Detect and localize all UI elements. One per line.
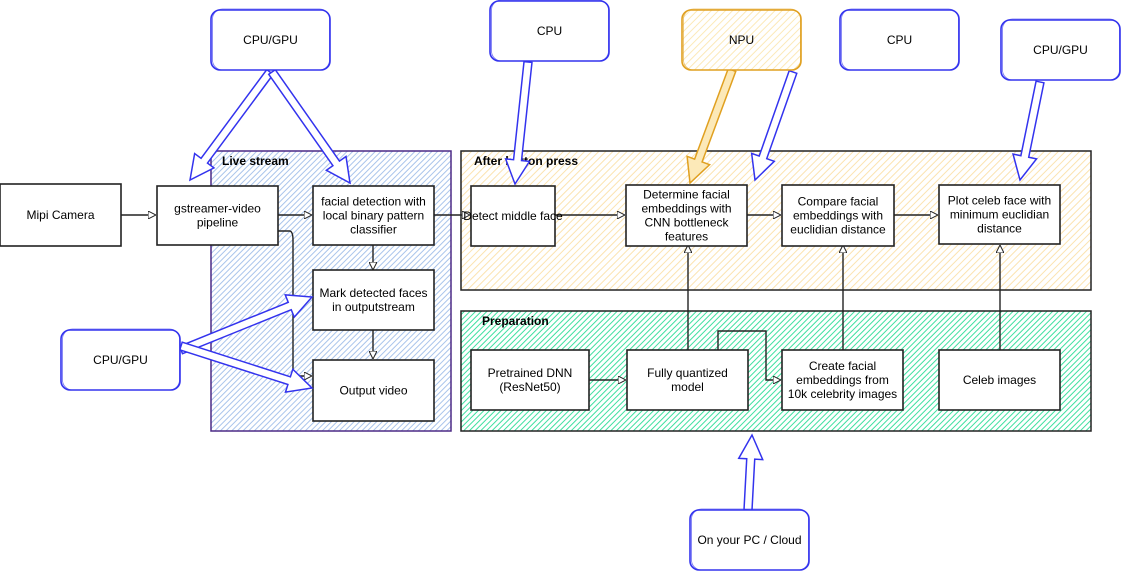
hardware-label: CPU/GPU: [243, 33, 298, 47]
arrow-cloud-to-preparation: [737, 433, 764, 512]
node-label: features: [665, 230, 708, 244]
arrow-hw5-to-compare: [750, 69, 798, 182]
hardware-label: CPU/GPU: [93, 353, 148, 367]
arrow-hw1-to-gstreamer: [189, 68, 275, 182]
node-celeb-images: Celeb images: [938, 349, 1061, 411]
arrow-hw2-to-output: [178, 341, 314, 394]
node-label: CNN bottleneck: [644, 216, 729, 230]
node-box: [156, 185, 279, 246]
hardware-box-hw5: CPU: [839, 8, 960, 71]
hardware-label: CPU: [537, 24, 562, 38]
node-label: Celeb images: [963, 373, 1036, 387]
node-label: embeddings from: [796, 373, 889, 387]
hardware-box-hw7: On your PC / Cloud: [689, 508, 810, 571]
node-label: Output video: [339, 384, 407, 398]
node-label: euclidian distance: [790, 223, 886, 237]
node-label: Determine facial: [643, 188, 730, 202]
node-pretrained: Pretrained DNN(ResNet50): [470, 349, 590, 411]
arrow-hw3-to-middle: [504, 60, 533, 186]
node-label: in outputstream: [332, 300, 415, 314]
node-box: [781, 349, 904, 411]
hardware-label: CPU/GPU: [1033, 43, 1088, 57]
hardware-label: On your PC / Cloud: [697, 533, 801, 547]
preparation-label: Preparation: [482, 314, 549, 328]
node-label: (ResNet50): [499, 380, 560, 394]
edge-quantized-to-create: [717, 330, 780, 380]
hardware-box-hw3: CPU: [489, 0, 610, 62]
node-box: [470, 349, 590, 411]
node-box: [626, 349, 749, 411]
node-label: 10k celebrity images: [788, 387, 897, 401]
node-label: distance: [977, 222, 1022, 236]
node-label: model: [671, 380, 704, 394]
node-label: embeddings with: [793, 209, 883, 223]
node-box: [312, 185, 435, 246]
node-output-video: Output video: [312, 359, 435, 422]
node-label: Create facial: [809, 359, 876, 373]
arrow-hw1-to-detection: [267, 68, 351, 185]
hardware-boxes: CPU/GPU CPU/GPU CPU NPU CPU CPU/GPU On your PC…: [60, 0, 1121, 571]
hardware-arrows: [178, 60, 1045, 512]
node-label: Fully quantized: [647, 366, 728, 380]
node-label: Plot celeb face with: [948, 194, 1051, 208]
hardware-box-sketch: [841, 8, 959, 71]
node-label: pipeline: [197, 216, 239, 230]
node-label: embeddings with: [641, 202, 731, 216]
node-label: minimum euclidian: [950, 208, 1049, 222]
live-stream-label: Live stream: [222, 154, 289, 168]
arrow-npu-to-embeddings: [686, 67, 737, 185]
hardware-box-hw4: NPU: [681, 8, 802, 71]
arrow-hw6-to-plot: [1012, 80, 1045, 182]
node-label: local binary pattern: [323, 209, 424, 223]
node-box: [938, 184, 1061, 245]
connectors: [121, 215, 1000, 380]
node-box: [312, 269, 435, 331]
node-label: Pretrained DNN: [488, 366, 573, 380]
node-label: Detect middle face: [463, 209, 563, 223]
hardware-box-hw1: CPU/GPU: [210, 8, 331, 71]
node-label: Mark detected faces: [319, 286, 427, 300]
hardware-box-sketch: [691, 508, 809, 571]
node-box: [938, 349, 1061, 411]
node-label: Mipi Camera: [26, 208, 94, 222]
node-label: Compare facial: [798, 195, 879, 209]
node-box: [312, 359, 435, 422]
hardware-box-sketch: [683, 8, 801, 71]
hardware-box-sketch: [1002, 18, 1120, 81]
hardware-box-sketch: [62, 328, 180, 391]
node-box: [470, 185, 556, 247]
hardware-box-sketch: [491, 0, 609, 62]
hardware-box-hw6: CPU/GPU: [1000, 18, 1121, 81]
node-box: [625, 184, 748, 247]
hardware-label: CPU: [887, 33, 912, 47]
node-label: facial detection with: [321, 195, 426, 209]
node-label: classifier: [350, 223, 397, 237]
node-box: [0, 183, 122, 247]
node-label: gstreamer-video: [174, 202, 261, 216]
node-box: [781, 184, 895, 247]
node-detect-middle: Detect middle face: [463, 185, 563, 247]
arrow-hw2-to-mark: [178, 294, 314, 355]
hardware-label: NPU: [729, 33, 754, 47]
node-mipi: Mipi Camera: [0, 183, 122, 247]
hardware-box-hw2: CPU/GPU: [60, 328, 181, 391]
hardware-box-sketch: [212, 8, 330, 71]
